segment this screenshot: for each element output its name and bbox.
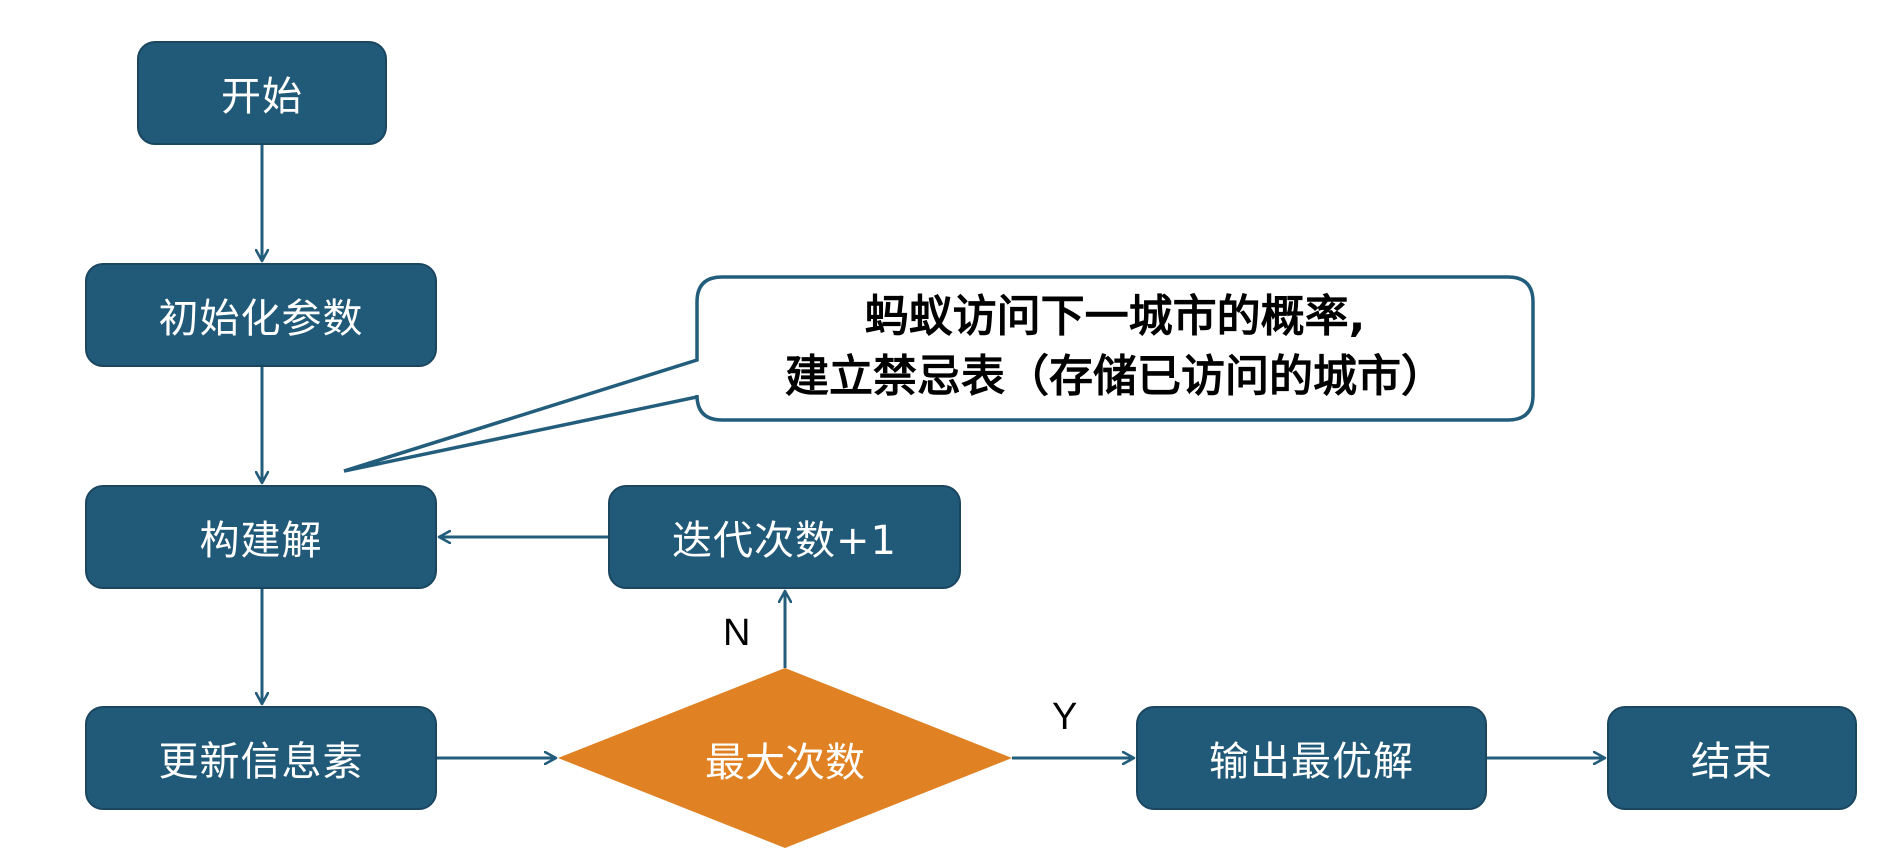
init-params-node: 初始化参数: [85, 263, 437, 367]
edge-label-no: N: [723, 612, 751, 654]
construct-solution-node: 构建解: [85, 485, 437, 589]
decision-diamond: [558, 668, 1012, 848]
callout-text: 蚂蚁访问下一城市的概率, 建立禁忌表（存储已访问的城市）: [697, 287, 1533, 407]
decision-label: 最大次数: [705, 740, 865, 786]
output-best-label: 输出最优解: [1209, 739, 1414, 785]
iteration-increment-node: 迭代次数+1: [608, 485, 961, 589]
construct-solution-label: 构建解: [199, 518, 323, 564]
callout-line-2: 建立禁忌表（存储已访问的城市）: [785, 351, 1445, 402]
init-params-label: 初始化参数: [158, 296, 364, 342]
output-best-node: 输出最优解: [1136, 706, 1487, 810]
edge-label-yes: Y: [1052, 696, 1078, 738]
start-node: 开始: [137, 41, 387, 145]
start-label: 开始: [221, 74, 303, 120]
iteration-increment-label: 迭代次数+1: [672, 518, 897, 564]
update-pheromone-label: 更新信息素: [158, 739, 364, 785]
callout-line-1: 蚂蚁访问下一城市的概率,: [864, 291, 1366, 342]
update-pheromone-node: 更新信息素: [85, 706, 437, 810]
end-node: 结束: [1607, 706, 1857, 810]
callout-box: [343, 275, 1535, 473]
end-label: 结束: [1691, 739, 1773, 785]
